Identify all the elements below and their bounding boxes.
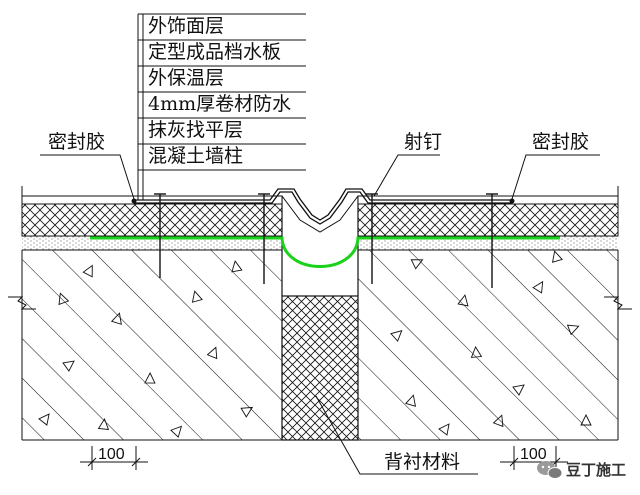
aggregate-triangle xyxy=(438,423,450,436)
aggregate-triangles xyxy=(38,250,592,438)
layer-label-concrete: 混凝土墙柱 xyxy=(148,145,243,167)
aggregate-triangle xyxy=(206,346,218,360)
aggregate-triangle xyxy=(410,259,424,270)
layer-label-finish: 外饰面层 xyxy=(148,15,224,37)
aggregate-triangle xyxy=(170,425,183,438)
aggregate-triangle xyxy=(62,360,75,372)
watermark-text: 豆丁施工 xyxy=(566,461,626,479)
aggregate-triangle xyxy=(457,294,469,307)
callout-nail: 射钉 xyxy=(373,131,442,197)
dimension-left-value: 100 xyxy=(98,446,125,463)
watermark: 豆丁施工 xyxy=(537,461,626,479)
aggregate-triangle xyxy=(512,384,525,396)
break-marks xyxy=(8,186,632,310)
backing-material xyxy=(281,295,359,441)
layer-label-insulation: 外保温层 xyxy=(148,67,224,89)
svg-text:密封胶: 密封胶 xyxy=(48,131,105,153)
aggregate-triangle xyxy=(492,414,504,428)
waterproof-membrane xyxy=(90,236,560,268)
aggregate-triangle xyxy=(97,418,110,431)
callout-backing: 背衬材料 xyxy=(315,395,478,475)
aggregate-triangle xyxy=(240,406,254,418)
aggregate-triangle xyxy=(566,324,580,336)
aggregate-triangle xyxy=(580,413,592,426)
callout-sealant-right: 密封胶 xyxy=(511,131,600,200)
aggregate-triangle xyxy=(58,292,70,306)
aggregate-triangle xyxy=(191,290,203,303)
aggregate-triangle xyxy=(82,264,93,278)
layer-legend: 外饰面层 定型成品档水板 外保温层 4mm厚卷材防水 抹灰找平层 混凝土墙柱 xyxy=(137,13,306,200)
sealant-marks xyxy=(131,198,515,204)
layer-label-waterproofing: 4mm厚卷材防水 xyxy=(148,93,291,115)
svg-text:背衬材料: 背衬材料 xyxy=(384,451,460,473)
aggregate-triangle xyxy=(38,413,50,426)
aggregate-triangle xyxy=(470,346,483,358)
layer-label-water-stop-board: 定型成品档水板 xyxy=(148,41,281,63)
water-stop-board xyxy=(134,188,512,233)
layer-label-plaster: 抹灰找平层 xyxy=(148,119,243,141)
dimension-left xyxy=(80,446,148,470)
svg-text:密封胶: 密封胶 xyxy=(532,131,589,153)
svg-text:射钉: 射钉 xyxy=(404,131,442,153)
aggregate-triangle xyxy=(551,250,564,263)
nails xyxy=(154,193,498,288)
aggregate-triangle xyxy=(110,312,122,325)
finish-layer xyxy=(21,195,619,205)
aggregate-triangle xyxy=(532,280,544,294)
wechat-bubble-icon xyxy=(537,461,563,479)
aggregate-triangle xyxy=(390,329,403,342)
concrete-wall xyxy=(21,250,619,441)
dimension-right-value: 100 xyxy=(520,446,547,463)
callout-sealant-left: 密封胶 xyxy=(40,131,135,200)
aggregate-triangle xyxy=(144,371,156,384)
insulation-layer xyxy=(21,203,619,237)
aggregate-triangle xyxy=(231,260,243,273)
aggregate-triangle xyxy=(404,394,417,407)
